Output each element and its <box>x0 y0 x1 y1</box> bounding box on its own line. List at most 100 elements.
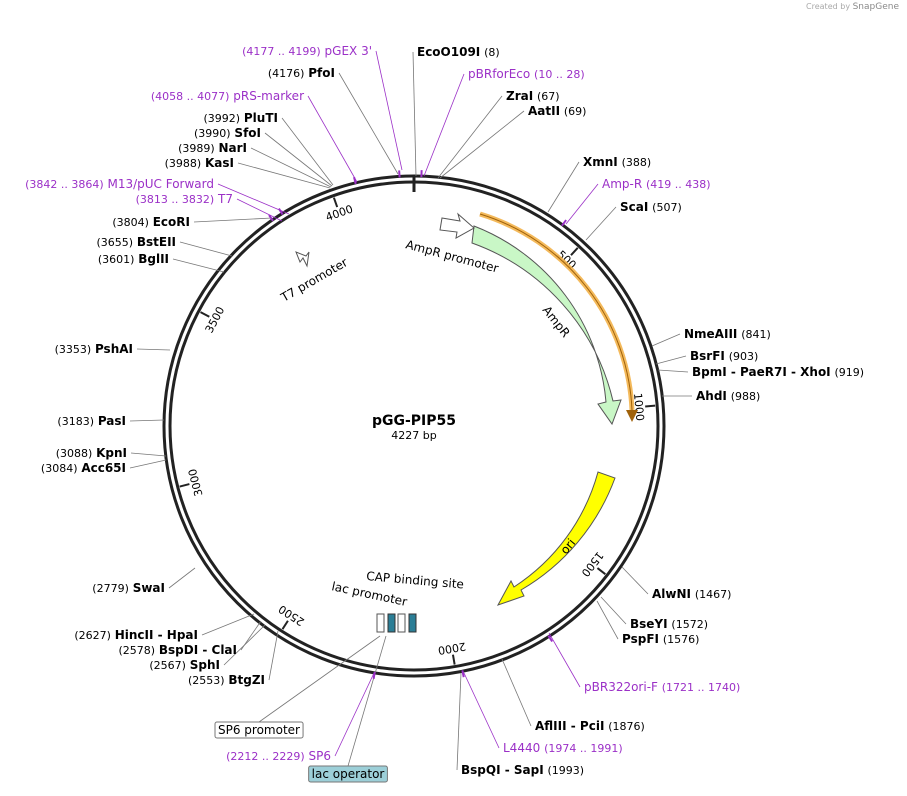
aatii-leader <box>439 110 525 179</box>
tick-label: 2500 <box>276 602 307 628</box>
pluti-site[interactable]: (3992) PluTI <box>203 111 278 125</box>
nmeaiii-site[interactable]: NmeAIII (841) <box>684 327 771 341</box>
kpni-site[interactable]: (3088) KpnI <box>56 446 127 460</box>
xmni-site[interactable]: XmnI (388) <box>583 155 651 169</box>
sp6-site[interactable]: (2212 .. 2229) SP6 <box>226 749 331 763</box>
ampr-primer-leader <box>565 183 599 225</box>
kpni-label: (3088) KpnI <box>56 446 127 460</box>
pbr322ori-site[interactable]: pBR322ori-F (1721 .. 1740) <box>584 680 740 694</box>
kasi-site[interactable]: (3988) KasI <box>165 156 234 170</box>
t7-mark <box>268 214 274 222</box>
alwni-label: AlwNI (1467) <box>652 587 731 601</box>
bspdi-label: (2578) BspDI - ClaI <box>118 643 237 657</box>
zrai-site[interactable]: ZraI (67) <box>506 89 560 103</box>
ecori-leader <box>193 217 273 223</box>
afliii-site[interactable]: AflIII - PciI (1876) <box>535 719 645 733</box>
bpmi-leader <box>657 369 689 373</box>
tick-mark <box>332 197 339 208</box>
ampr-primer-site[interactable]: Amp-R (419 .. 438) <box>602 177 711 191</box>
pluti-label: (3992) PluTI <box>203 111 278 125</box>
sp6-mark <box>372 671 376 679</box>
pspfi-site[interactable]: PspFI (1576) <box>622 632 699 646</box>
kpni-leader <box>130 452 167 457</box>
t7-site[interactable]: (3813 .. 3832) T7 <box>136 192 233 206</box>
tick-mark <box>281 620 289 630</box>
bsteii-site[interactable]: (3655) BstEII <box>96 235 176 249</box>
m13-site[interactable]: (3842 .. 3864) M13/pUC Forward <box>25 177 214 191</box>
pshai-label: (3353) PshAI <box>55 342 133 356</box>
tick-mark <box>451 654 456 665</box>
plasmid-length: 4227 bp <box>391 429 436 442</box>
swai-leader <box>168 567 196 589</box>
pgex3-site[interactable]: (4177 .. 4199) pGEX 3' <box>242 44 372 58</box>
lac-region-features[interactable] <box>376 613 417 633</box>
tick-label: 3000 <box>186 467 206 497</box>
pshai-site[interactable]: (3353) PshAI <box>55 342 133 356</box>
bglii-site[interactable]: (3601) BglII <box>98 252 169 266</box>
swai-site[interactable]: (2779) SwaI <box>92 581 165 595</box>
scai-site[interactable]: ScaI (507) <box>620 200 682 214</box>
bsrfi-site[interactable]: BsrFI (903) <box>690 349 758 363</box>
bpmi-site[interactable]: BpmI - PaeR7I - XhoI (919) <box>692 365 864 379</box>
nari-leader <box>250 147 332 188</box>
prs-marker-site[interactable]: (4058 .. 4077) pRS-marker <box>151 89 304 103</box>
nari-site[interactable]: (3989) NarI <box>178 141 247 155</box>
lac-operator-leader <box>347 635 387 767</box>
t7-promoter-arrow[interactable] <box>295 251 310 268</box>
sp6-promoter-box <box>214 721 304 739</box>
acc65i-label: (3084) Acc65I <box>41 461 126 475</box>
lac-operator-box <box>308 765 388 783</box>
t7-leader <box>236 198 283 222</box>
pfoi-site[interactable]: (4176) PfoI <box>268 66 335 80</box>
sp6-promoter-site[interactable]: SP6 promoter <box>214 721 304 739</box>
pgex3-label: (4177 .. 4199) pGEX 3' <box>242 44 372 58</box>
ampr-primer-label: Amp-R (419 .. 438) <box>602 177 711 191</box>
bpmi-label: BpmI - PaeR7I - XhoI (919) <box>692 365 864 379</box>
alwni-site[interactable]: AlwNI (1467) <box>652 587 731 601</box>
ecori-site[interactable]: (3804) EcoRI <box>112 215 190 229</box>
plasmid-name: pGG-PIP55 <box>372 413 456 429</box>
afliii-label: AflIII - PciI (1876) <box>535 719 645 733</box>
pbr322ori-leader <box>548 632 581 688</box>
pbrforeco-label: pBRforEco (10 .. 28) <box>468 67 585 81</box>
ecoo109i-site[interactable]: EcoO109I (8) <box>417 45 500 59</box>
psti-leader <box>129 419 165 422</box>
sp6-leader <box>334 672 375 757</box>
bspdi-site[interactable]: (2578) BspDI - ClaI <box>118 643 237 657</box>
bglii-label: (3601) BglII <box>98 252 169 266</box>
ecori-label: (3804) EcoRI <box>112 215 190 229</box>
ampr-promoter-arrow[interactable] <box>439 212 475 239</box>
l4440-site[interactable]: L4440 (1974 .. 1991) <box>503 741 623 755</box>
sphi-site[interactable]: (2567) SphI <box>149 658 220 672</box>
acc65i-site[interactable]: (3084) Acc65I <box>41 461 126 475</box>
sfoi-site[interactable]: (3990) SfoI <box>194 126 261 140</box>
psti-site[interactable]: (3183) PasI <box>57 414 126 428</box>
pspfi-label: PspFI (1576) <box>622 632 699 646</box>
ori-feature-arrow[interactable] <box>496 471 616 606</box>
bspqi-site[interactable]: BspQI - SapI (1993) <box>461 763 584 777</box>
prs-marker-label: (4058 .. 4077) pRS-marker <box>151 89 304 103</box>
nmeaiii-label: NmeAIII (841) <box>684 327 771 341</box>
bseyi-leader <box>600 596 627 625</box>
ampr-feature-arrow[interactable] <box>471 225 622 426</box>
bspdi-leader <box>240 620 262 651</box>
sp6-promoter-leader <box>258 635 381 723</box>
tick-label: 1500 <box>579 549 606 579</box>
pspfi-leader <box>596 600 619 640</box>
pbrforeco-site[interactable]: pBRforEco (10 .. 28) <box>468 67 585 81</box>
l4440-label: L4440 (1974 .. 1991) <box>503 741 623 755</box>
ahdi-site[interactable]: AhdI (988) <box>696 389 760 403</box>
bseyi-site[interactable]: BseYI (1572) <box>630 617 708 631</box>
hincii-site[interactable]: (2627) HincII - HpaI <box>74 628 198 642</box>
aatii-site[interactable]: AatII (69) <box>528 104 586 118</box>
snapgene-logo-text: SnapGene <box>852 2 899 12</box>
kasi-label: (3988) KasI <box>165 156 234 170</box>
hincii-leader <box>201 613 255 636</box>
lac-operator-site[interactable]: lac operator <box>308 765 388 783</box>
btgzi-site[interactable]: (2553) BtgZI <box>188 673 265 687</box>
tick-label: 3500 <box>203 304 228 335</box>
afliii-leader <box>501 658 532 727</box>
lac-operator-label: lac operator <box>312 767 385 781</box>
bseyi-label: BseYI (1572) <box>630 617 708 631</box>
